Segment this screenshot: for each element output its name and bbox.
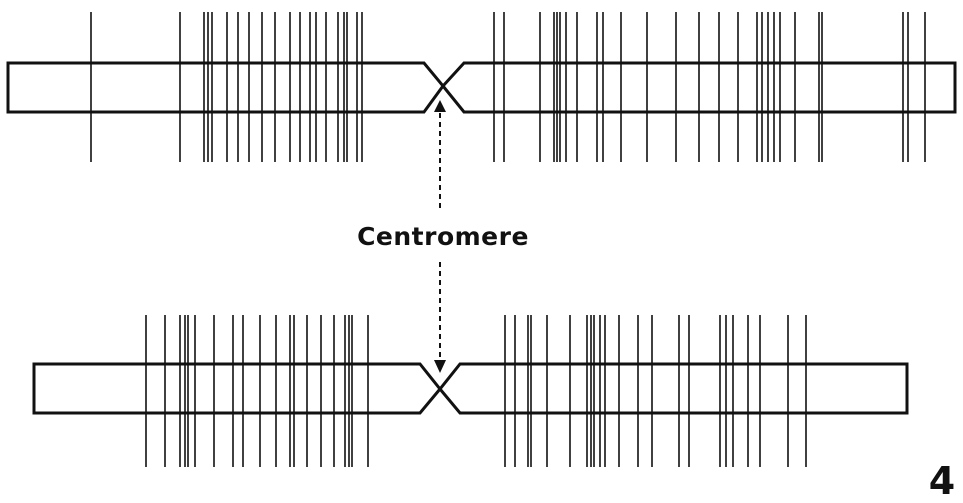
top-chromosome-outline [6, 61, 957, 114]
bottom-pointer-arrowhead [434, 360, 446, 373]
bottom-chromosome-outline [32, 362, 909, 415]
figure-number: 4 [929, 459, 955, 503]
centromere-label: Centromere [357, 222, 529, 251]
top-chromosome-bands [90, 12, 926, 162]
bottom-chromosome-bands [145, 315, 807, 467]
top-pointer-arrowhead [434, 100, 446, 112]
